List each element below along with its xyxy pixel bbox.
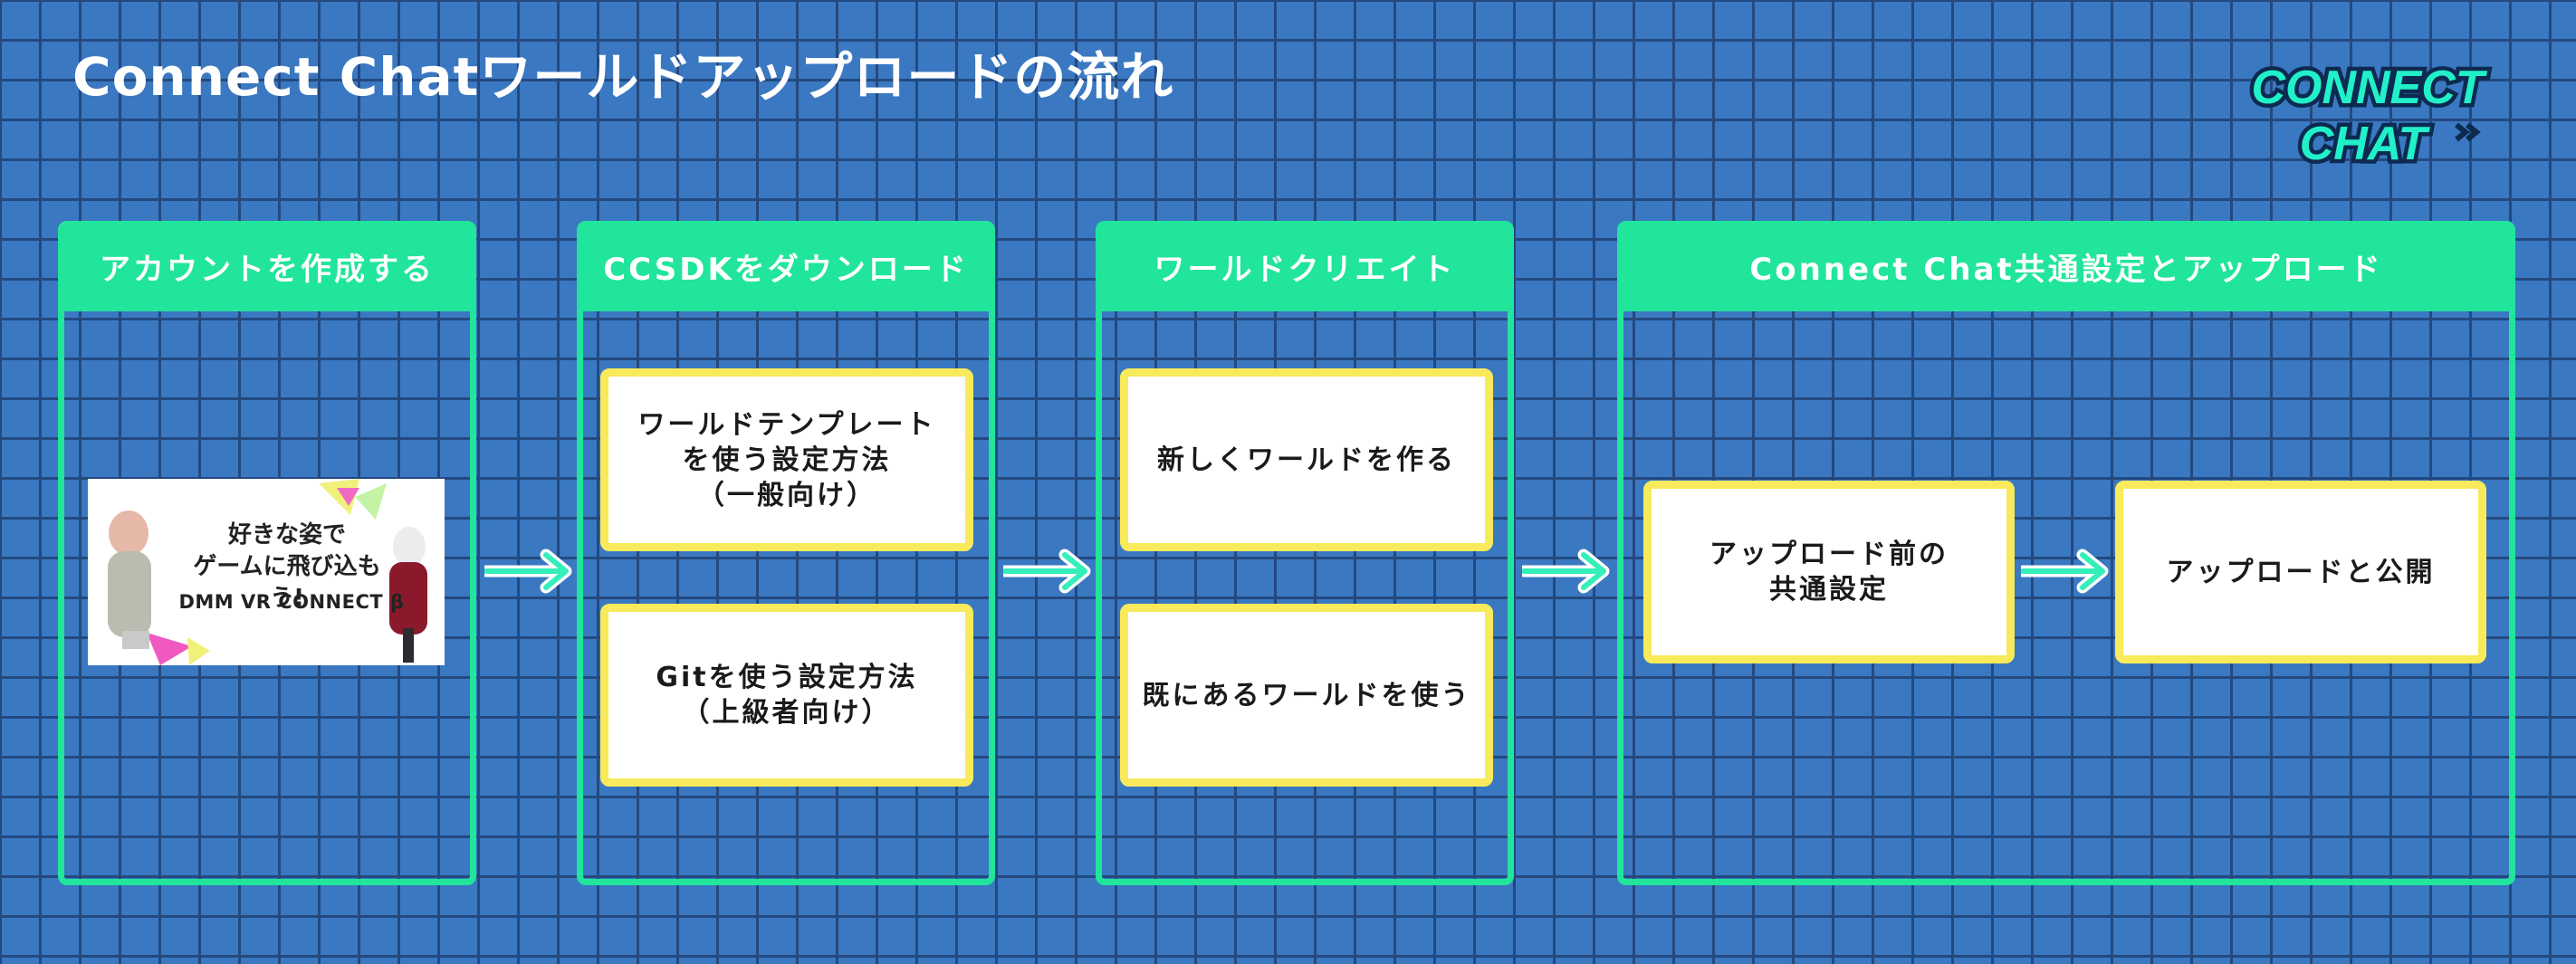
- banner-illustration: [108, 479, 427, 665]
- arrow-right-icon: [1522, 549, 1610, 594]
- card-upload-publish[interactable]: アップロードと公開: [2115, 481, 2486, 663]
- step-header: CCSDKをダウンロード: [577, 221, 995, 311]
- connect-chat-logo: CONNECT CHAT: [2247, 58, 2492, 171]
- card-git-setup[interactable]: Gitを使う設定方法 （上級者向け）: [600, 604, 973, 787]
- arrow-right-icon: [1003, 549, 1091, 594]
- arrow-right-icon: [2021, 549, 2109, 594]
- banner-catchphrase: 好きな姿で ゲームに飛び込もう!: [193, 521, 381, 613]
- card-pre-upload-settings[interactable]: アップロード前の 共通設定: [1643, 481, 2015, 663]
- card-new-world[interactable]: 新しくワールドを作る: [1120, 368, 1493, 551]
- card-existing-world[interactable]: 既にあるワールドを使う: [1120, 604, 1493, 787]
- dmm-vr-connect-banner[interactable]: 好きな姿で ゲームに飛び込もう! DMM VR CONNECT β: [88, 479, 445, 665]
- step-header: アカウントを作成する: [58, 221, 476, 311]
- logo-line1: CONNECT: [2251, 62, 2487, 114]
- step-panel-common-settings: Connect Chat共通設定とアップロード: [1617, 221, 2515, 885]
- page-title: Connect Chatワールドアップロードの流れ: [72, 46, 1174, 108]
- card-template-setup[interactable]: ワールドテンプレート を使う設定方法 （一般向け）: [600, 368, 973, 551]
- step-panel-ccsdk: CCSDKをダウンロード: [577, 221, 995, 885]
- arrow-right-icon: [484, 549, 572, 594]
- logo-line2: CHAT: [2300, 118, 2431, 170]
- step-header: ワールドクリエイト: [1096, 221, 1514, 311]
- logo-spark-icon: [2455, 122, 2481, 142]
- step-panel-account: アカウントを作成する: [58, 221, 476, 885]
- step-panel-world-create: ワールドクリエイト: [1096, 221, 1514, 885]
- step-header: Connect Chat共通設定とアップロード: [1617, 221, 2515, 311]
- banner-brand: DMM VR CONNECT β: [178, 591, 405, 613]
